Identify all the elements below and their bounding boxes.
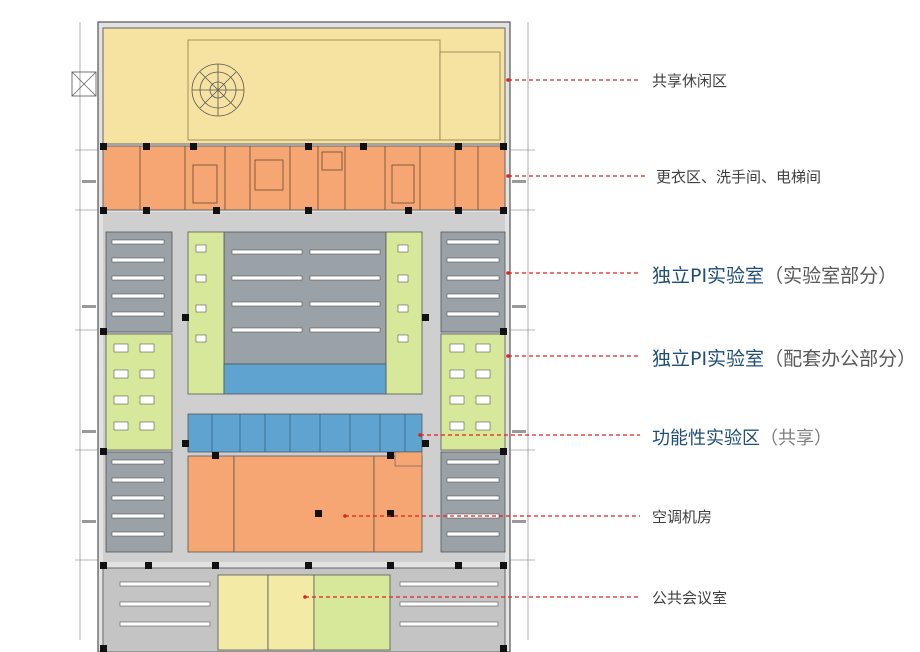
zone-hvac-right	[373, 455, 423, 553]
zone-functional-row	[187, 413, 423, 453]
service-room-walls	[139, 146, 479, 210]
zone-hvac-left	[187, 455, 235, 553]
zone-pi-lab-right-top	[440, 231, 506, 333]
label-lounge: 共享休闲区	[652, 72, 728, 90]
zone-pi-lab-left-top	[105, 231, 173, 333]
zone-pi-office-center-left	[187, 231, 225, 395]
lounge-right-room	[439, 51, 501, 141]
label-pi-lab-paren: （实验室部分）	[764, 265, 898, 287]
zone-hvac-center	[233, 455, 375, 553]
structural-columns	[100, 143, 507, 652]
left-outside-stair	[71, 71, 97, 97]
leader-lines	[305, 79, 645, 598]
spiral-stair-icon	[191, 63, 245, 117]
dimension-lines	[75, 22, 535, 640]
label-pi-lab-main: 独立PI实验室	[652, 265, 765, 287]
label-pi-office: 独立PI实验室（配套办公部分）	[652, 344, 916, 371]
zone-meeting-left	[217, 574, 269, 651]
zone-functional-strip	[223, 363, 387, 395]
zone-meeting-green	[313, 574, 391, 651]
zone-pi-office-right	[440, 333, 506, 451]
lab-benches	[111, 239, 500, 627]
leader-dots	[303, 78, 510, 599]
label-meeting-room: 公共会议室	[652, 589, 728, 607]
label-functional-main: 功能性实验区	[652, 428, 760, 449]
label-functional-area: 功能性实验区（共享）	[652, 424, 832, 450]
label-hvac-room: 空调机房	[652, 508, 713, 526]
zone-pi-lab-right-bottom	[440, 451, 506, 553]
office-desks	[113, 244, 491, 431]
label-pi-office-main: 独立PI实验室	[652, 348, 765, 370]
zone-pi-office-left	[105, 333, 173, 451]
label-pi-lab: 独立PI实验室（实验室部分）	[652, 261, 897, 288]
functional-room-walls	[211, 414, 406, 452]
small-annotation-text	[82, 180, 526, 523]
label-changing-area: 更衣区、洗手间、电梯间	[656, 168, 822, 186]
zone-service	[102, 145, 506, 211]
zone-pi-lab-left-bottom	[105, 451, 173, 553]
zone-pi-office-center-right	[385, 231, 423, 395]
zone-lounge	[102, 27, 506, 145]
label-pi-office-paren: （配套办公部分）	[764, 348, 917, 370]
zone-meeting-center	[267, 574, 315, 651]
label-functional-paren: （共享）	[760, 428, 832, 449]
